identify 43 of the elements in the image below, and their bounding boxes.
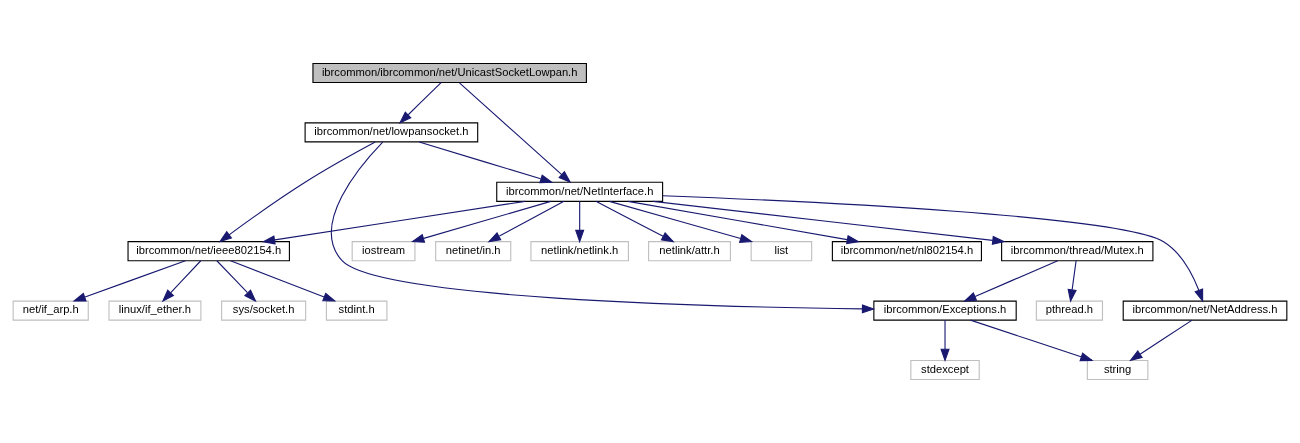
- arrow: [161, 260, 202, 303]
- node-box: netlink/attr.h: [648, 241, 731, 262]
- arrow: [652, 200, 1006, 245]
- arrow: [218, 141, 376, 243]
- arrow: [595, 200, 675, 243]
- arrow: [72, 260, 186, 302]
- node-box: ibrcommon/net/nl802154.h: [831, 241, 982, 262]
- arrow: [216, 260, 257, 303]
- arrow: [230, 260, 337, 302]
- arrow: [411, 200, 552, 243]
- node-box: ibrcommon/ibrcommon/net/UnicastSocketLowpan.h: [312, 62, 587, 84]
- node-box: sys/socket.h: [221, 300, 307, 321]
- arrow: [627, 200, 861, 245]
- node-box: ibrcommon/net/NetAddress.h: [1122, 300, 1288, 321]
- node-box: netlink/netlink.h: [530, 241, 629, 262]
- arrow: [330, 141, 876, 314]
- arrow: [261, 200, 526, 245]
- node-box: iostream: [351, 241, 416, 262]
- arrow: [398, 82, 442, 124]
- node-box: stdexcept: [910, 359, 980, 381]
- arrow: [487, 200, 565, 243]
- node-box: pthread.h: [1035, 300, 1104, 321]
- arrow: [574, 200, 585, 244]
- node-box: netinet/in.h: [435, 241, 512, 262]
- arrow: [969, 319, 1094, 362]
- arrow: [1129, 319, 1193, 362]
- node-box: net/if_arp.h: [12, 300, 89, 321]
- arrow: [458, 82, 572, 184]
- arrow: [963, 260, 1059, 302]
- node-box: ibrcommon/thread/Mutex.h: [1001, 241, 1154, 262]
- node-box: ibrcommon/Exceptions.h: [873, 300, 1017, 321]
- node-box: ibrcommon/net/NetInterface.h: [496, 181, 664, 202]
- node-box: ibrcommon/net/lowpansocket.h: [304, 122, 479, 143]
- node-box: stdint.h: [325, 300, 388, 321]
- arrow: [608, 200, 754, 243]
- arrow: [1067, 260, 1077, 303]
- node-box: ibrcommon/net/ieee802154.h: [127, 241, 290, 262]
- arrow: [940, 319, 950, 363]
- node-box: string: [1086, 359, 1149, 381]
- node-box: list: [750, 241, 813, 262]
- node-box: linux/if_ether.h: [108, 300, 202, 321]
- arrow: [418, 141, 554, 184]
- arrow: [662, 195, 1204, 303]
